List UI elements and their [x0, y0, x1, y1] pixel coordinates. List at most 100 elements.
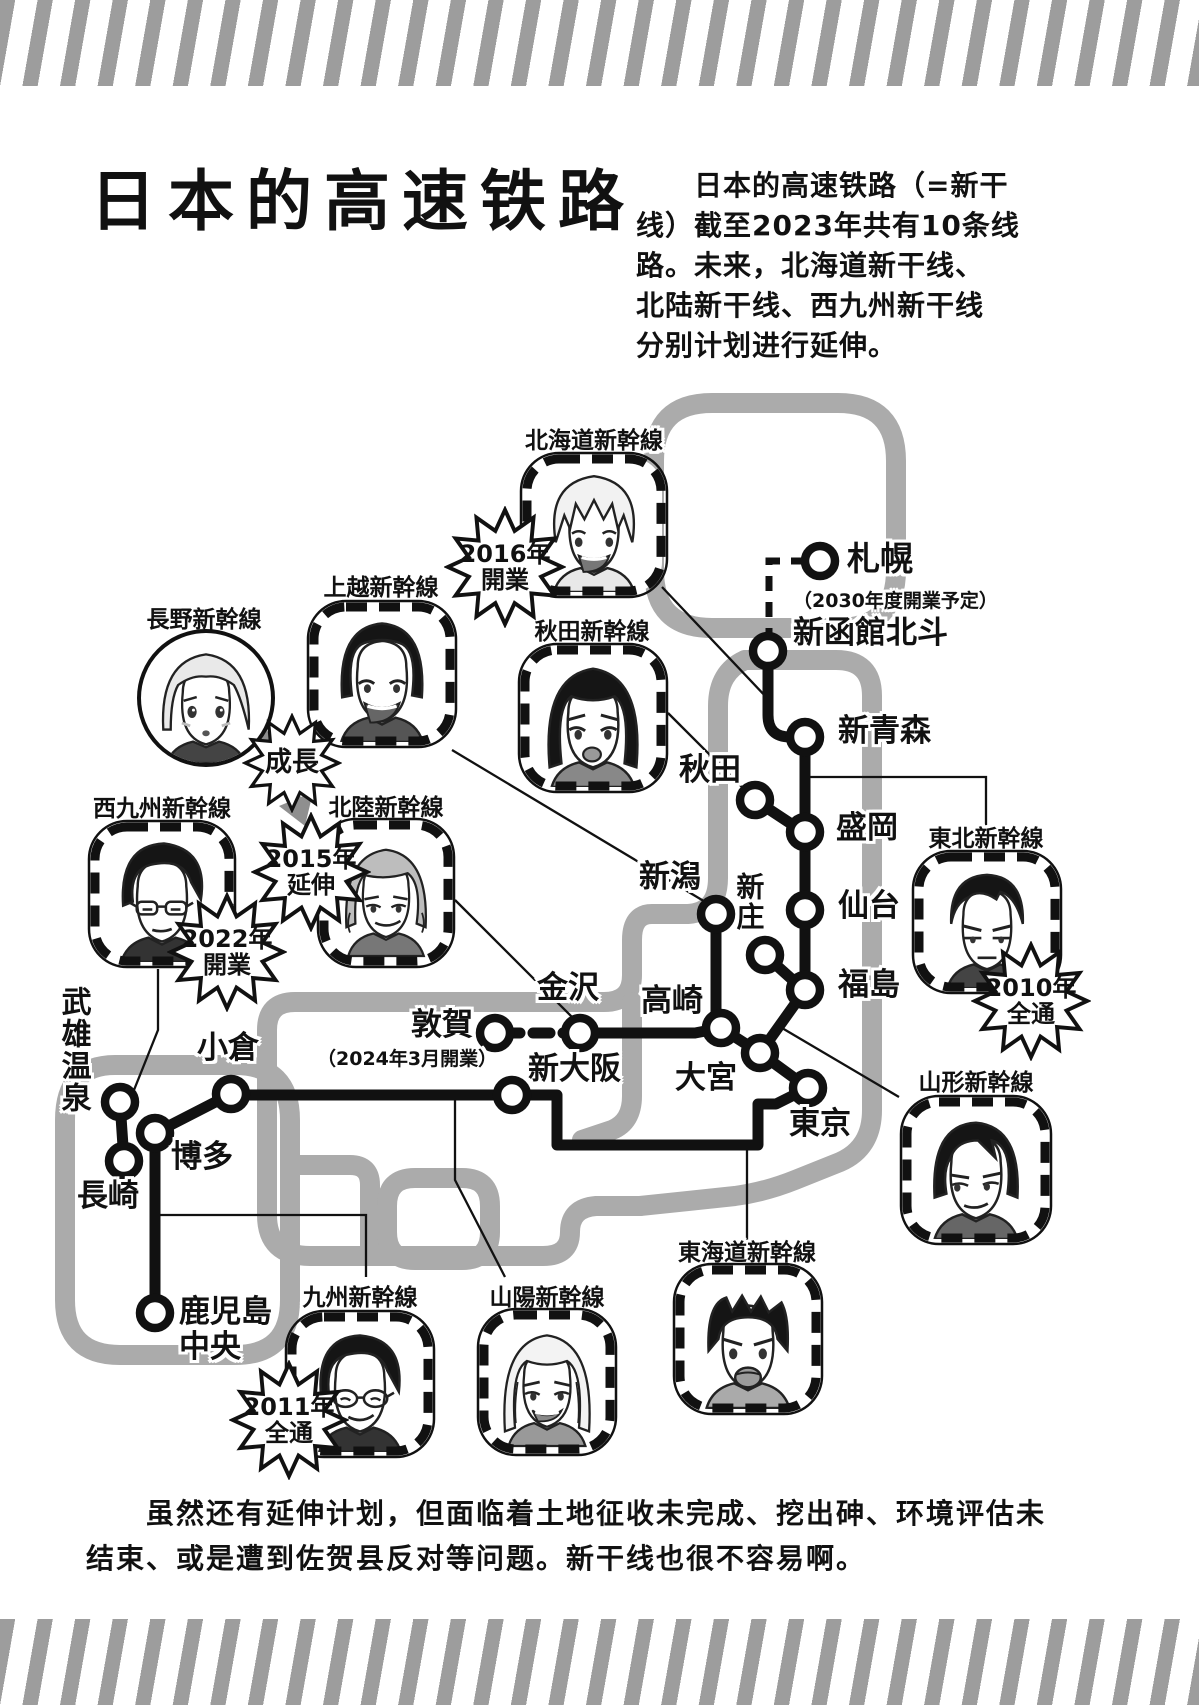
land-honshu-east-coast — [630, 650, 882, 1216]
station-label-hakata: 博多 — [171, 1139, 233, 1175]
land-kii — [572, 992, 642, 1150]
station-dot-hakata — [135, 1113, 175, 1153]
station-dot-shinjo — [745, 935, 785, 975]
badge-extended-2015: 2015年延伸 — [251, 812, 371, 932]
station-label-kagoshima-line2: 中央 — [179, 1328, 241, 1365]
line-label-hokkaido: 北海道新幹線 — [525, 428, 663, 454]
intro-line-5: 分别计划进行延伸。 — [636, 329, 898, 362]
starburst-icon — [971, 941, 1091, 1061]
line-label-akita: 秋田新幹線 — [534, 619, 650, 645]
footer-line-1: 虽然还有延伸计划，但面临着土地征收未完成、挖出砷、环境评估未 — [86, 1497, 1047, 1530]
station-dot-morioka — [785, 812, 825, 852]
station-dot-niigata — [696, 894, 736, 934]
station-dot-sapporo — [800, 541, 840, 581]
badge-text: 開業 — [480, 566, 529, 594]
pointer-yamagata-line — [781, 1027, 900, 1098]
badge-growth: 成長 — [242, 713, 342, 813]
station-label-nagasaki: 長崎 — [77, 1178, 139, 1214]
character-face-tokaido — [679, 1269, 817, 1409]
badge-opened-2016: 2016年開業 — [444, 506, 566, 628]
station-label-akita: 秋田 — [679, 752, 741, 788]
character-face-akita — [524, 649, 662, 787]
station-label-niigata: 新潟 — [639, 859, 701, 895]
pointer-joetsu-line — [451, 749, 713, 907]
station-label-sapporo: 札幌 — [847, 539, 913, 578]
station-dot-takasaki — [701, 1008, 741, 1048]
badge-text: 全通 — [264, 1419, 313, 1447]
land-chugoku-inner — [290, 1155, 380, 1266]
station-dot-kagoshima-chuo — [135, 1293, 175, 1333]
portrait-frame — [672, 1262, 824, 1416]
page-title: 日本的高速铁路 — [90, 163, 636, 240]
station-dot-fukushima — [785, 970, 825, 1010]
station-dot-kanazawa — [560, 1013, 600, 1053]
station-dot-tsuruga — [475, 1013, 515, 1053]
rail-sapporo-planned-dashed — [765, 557, 806, 645]
station-dot-akita — [735, 780, 775, 820]
station-label-tsuruga: 敦賀 — [411, 1007, 473, 1043]
hatched-border-bottom — [0, 1619, 1199, 1705]
station-label-kagoshima-line1: 鹿児島 — [179, 1294, 272, 1330]
station-label-takeo-onsen: 武雄温泉 — [55, 986, 91, 1114]
station-label-fukushima: 福島 — [838, 967, 900, 1003]
badge-text: 延伸 — [286, 871, 335, 899]
portrait-akita — [517, 642, 669, 794]
portrait-yamagata — [899, 1094, 1053, 1246]
starburst-icon — [444, 506, 566, 628]
pointer-akita-line — [667, 712, 751, 796]
intro-line-2: 线）截至2023年共有10条线 — [636, 209, 1020, 242]
pointer-kyushu-line — [155, 1213, 368, 1277]
station-dot-omiya — [740, 1033, 780, 1073]
pointer-hokuriku-line — [454, 899, 578, 1023]
portrait-frame — [899, 1094, 1053, 1246]
pointer-nishi-kyushu-line — [128, 969, 160, 1101]
rail-hokuriku — [574, 1022, 727, 1039]
station-label-shin-hakodate-hokuto: 新函館北斗 — [793, 615, 948, 651]
badge-full-opening-2011: 2011年全通 — [229, 1360, 349, 1480]
intro-line-1: 日本的高速铁路（=新干 — [636, 169, 1009, 202]
portrait-frame — [911, 849, 1063, 995]
hatched-border-top — [0, 0, 1199, 86]
portrait-frame — [476, 1307, 618, 1457]
line-label-nishi-kyushu: 西九州新幹線 — [93, 796, 231, 822]
line-label-hokuriku: 北陸新幹線 — [328, 795, 444, 821]
station-dot-takeo-onsen — [100, 1082, 140, 1122]
badge-full-opening-2010: 2010年全通 — [971, 941, 1091, 1061]
line-label-nagano: 長野新幹線 — [146, 607, 262, 633]
land-shikoku — [377, 1168, 500, 1270]
pointer-sanyo-line — [453, 1100, 507, 1278]
badge-text: 2015年 — [265, 845, 357, 873]
intro-line-3: 路。未来，北海道新干线、 — [636, 249, 985, 282]
station-dot-nagasaki — [104, 1141, 144, 1181]
station-label-sendai: 仙台 — [838, 888, 900, 924]
line-label-tokaido: 東海道新幹線 — [678, 1240, 816, 1266]
station-dot-kokura — [211, 1074, 251, 1114]
station-label-shin-aomori: 新青森 — [838, 713, 931, 749]
station-note-sapporo: （2030年度開業予定） — [793, 590, 998, 612]
station-label-tokyo: 東京 — [789, 1106, 851, 1142]
rail-tokaido — [506, 1082, 814, 1151]
starburst-icon — [167, 892, 287, 1012]
portrait-sanyo — [476, 1307, 618, 1457]
station-label-takasaki: 高崎 — [641, 983, 703, 1019]
portrait-frame — [306, 599, 458, 749]
portrait-nagano — [137, 629, 275, 767]
rail-hokkaido-tohoku — [754, 645, 814, 1094]
land-hokkaido — [644, 393, 906, 638]
line-label-tohoku: 東北新幹線 — [928, 826, 1044, 852]
badge-text: 2022年 — [181, 925, 273, 953]
intro-line-4: 北陆新干线、西九州新干线 — [636, 289, 985, 322]
character-face-yamagata — [906, 1101, 1046, 1239]
badge-text: 全通 — [1006, 1000, 1055, 1028]
station-label-kanazawa: 金沢 — [537, 970, 599, 1006]
station-label-morioka: 盛岡 — [836, 810, 898, 846]
footer-line-2: 结束、或是遭到佐贺县反对等问题。新干线也很不容易啊。 — [86, 1542, 867, 1575]
line-label-yamagata: 山形新幹線 — [918, 1070, 1034, 1096]
station-dot-shin-aomori — [785, 717, 825, 757]
badge-text: 成長 — [265, 747, 319, 778]
portrait-joetsu — [306, 599, 458, 749]
badge-text: 2010年 — [985, 974, 1077, 1002]
growth-arrow-head — [279, 792, 313, 826]
station-dot-shin-osaka — [492, 1075, 532, 1115]
